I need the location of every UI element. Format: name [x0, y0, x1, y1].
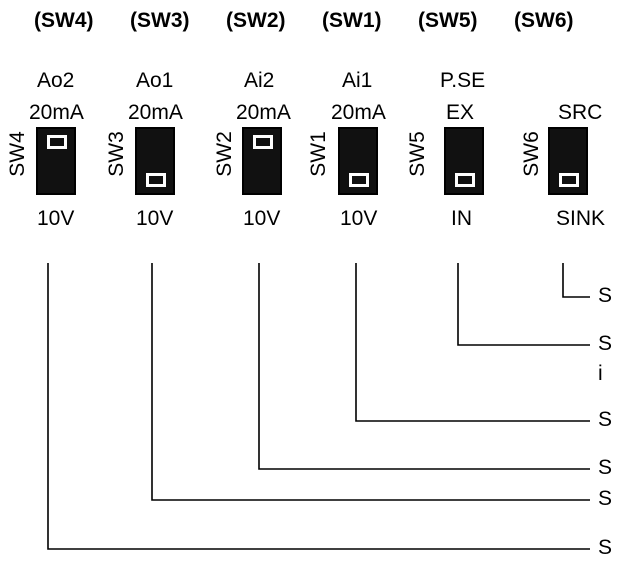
leader-line-sw1: [355, 263, 590, 422]
sw3-name: Ao1: [136, 69, 174, 92]
header-sw6: (SW6): [514, 9, 574, 32]
sw6-switch[interactable]: [548, 127, 588, 195]
desc-sw2: S: [598, 456, 613, 479]
sw5-top-label: EX: [446, 101, 475, 124]
sw1-bottom-label: 10V: [340, 207, 378, 230]
header-sw2: (SW2): [226, 9, 286, 32]
sw4-knob: [45, 133, 69, 151]
sw3-top-label: 20mA: [128, 101, 183, 124]
sw2-switch[interactable]: [242, 127, 282, 195]
header-sw3: (SW3): [130, 9, 190, 32]
sw1-switch[interactable]: [338, 127, 378, 195]
sw4-bottom-label: 10V: [37, 207, 75, 230]
desc-sw5: S: [598, 332, 613, 355]
desc-sw4: S: [598, 536, 613, 559]
desc-sw1: S: [598, 408, 613, 431]
leader-line-sw4: [47, 263, 590, 550]
sw6-bottom-label: SINK: [556, 207, 606, 230]
sw2-knob: [251, 133, 275, 151]
sw5-switch[interactable]: [444, 127, 484, 195]
sw3-switch[interactable]: [135, 127, 175, 195]
sw1-top-label: 20mA: [331, 101, 386, 124]
sw2-bottom-label: 10V: [243, 207, 281, 230]
desc-sw3: S: [598, 487, 613, 510]
desc-sw6: S: [598, 284, 613, 307]
sw6-top-label: SRC: [558, 101, 603, 124]
header-sw5: (SW5): [418, 9, 478, 32]
leader-line-sw5: [457, 263, 590, 346]
sw4-top-label: 20mA: [29, 101, 84, 124]
sw4-switch[interactable]: [36, 127, 76, 195]
sw2-name: Ai2: [244, 69, 275, 92]
sw4-name: Ao2: [37, 69, 75, 92]
sw2-top-label: 20mA: [236, 101, 291, 124]
sw3-knob: [144, 171, 168, 189]
sw6-knob: [557, 171, 581, 189]
header-sw1: (SW1): [322, 9, 382, 32]
sw1-name: Ai1: [342, 69, 373, 92]
sw1-knob: [347, 171, 371, 189]
leader-line-sw3: [151, 263, 590, 501]
leader-line-sw6: [562, 263, 590, 298]
sw5-bottom-label: IN: [451, 207, 472, 230]
desc-sw5-line2: i: [598, 362, 603, 385]
sw3-bottom-label: 10V: [136, 207, 174, 230]
sw5-knob: [453, 171, 477, 189]
leader-line-sw2: [258, 263, 590, 470]
header-sw4: (SW4): [34, 9, 94, 32]
sw5-name: P.SE: [440, 69, 486, 92]
